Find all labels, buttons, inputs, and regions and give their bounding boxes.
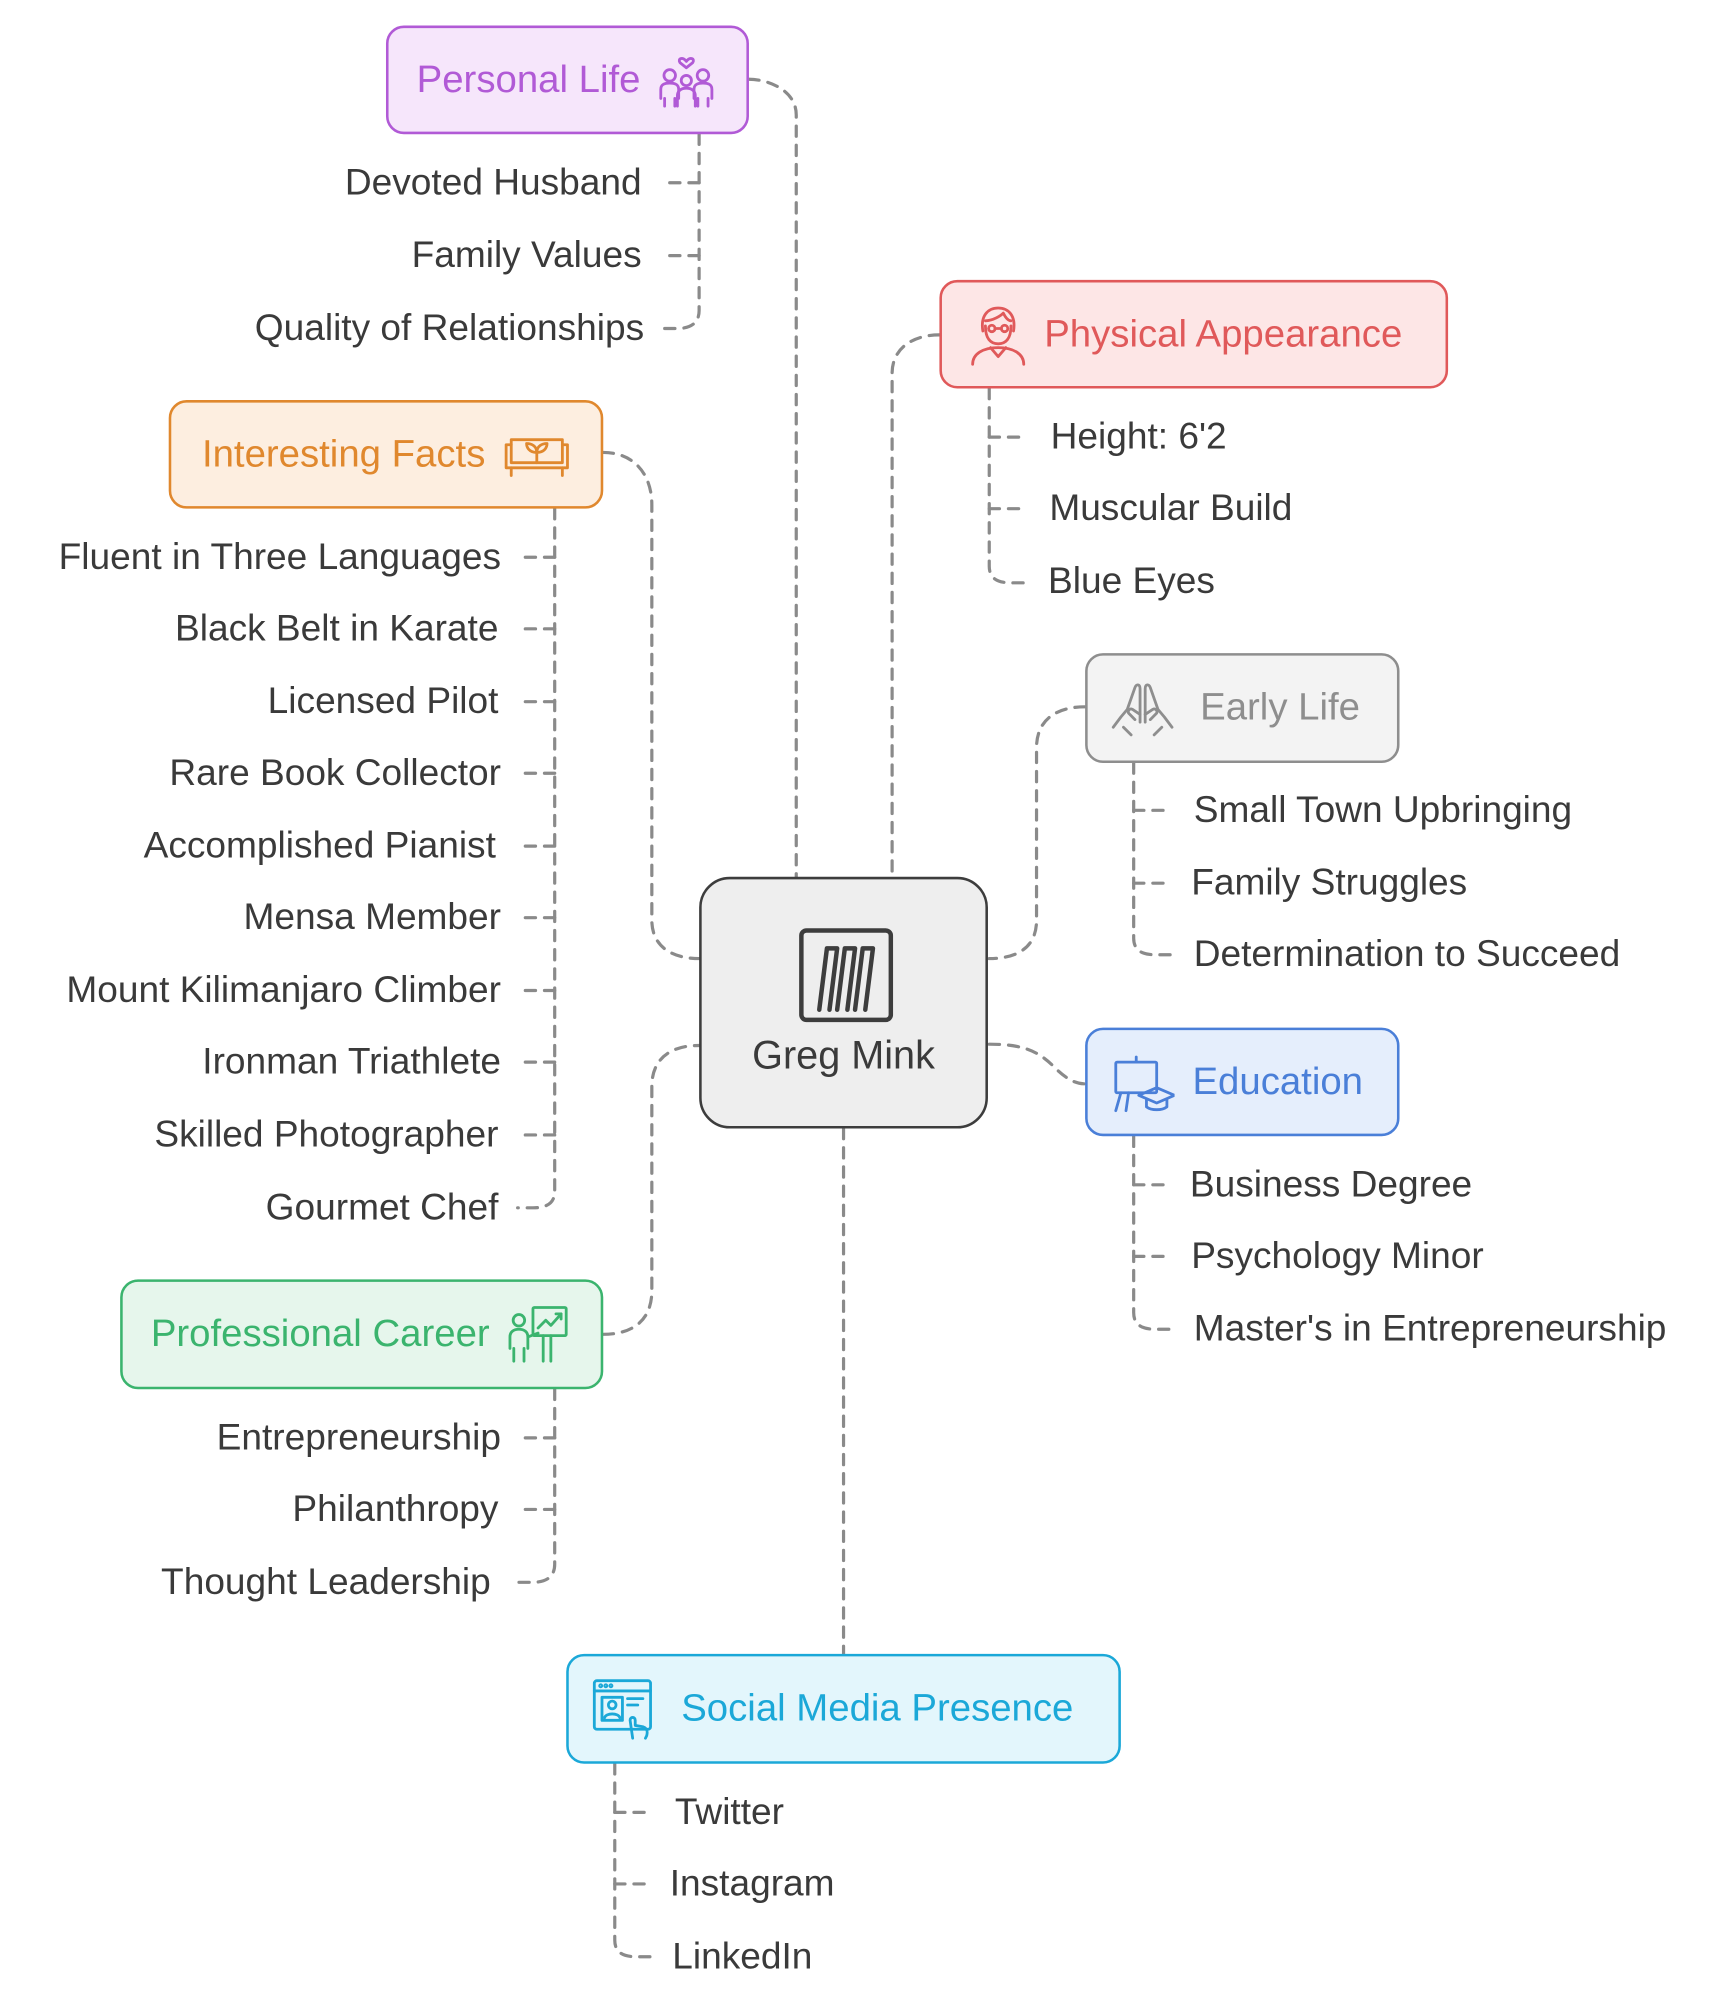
branch-education[interactable]: Education [1085,1027,1400,1137]
branch-physical-appearance[interactable]: Physical Appearance [939,279,1449,389]
list-item: Licensed Pilot [267,681,499,723]
list-item: Psychology Minor [1191,1235,1484,1277]
branch-personal-life[interactable]: Personal Life [385,25,749,135]
connector-professional-career [601,1043,701,1336]
list-item: LinkedIn [672,1936,813,1978]
branch-social-media-title: Social Media Presence [681,1687,1074,1730]
presenter-chart-icon [505,1302,569,1366]
branch-professional-career-title: Professional Career [150,1312,490,1355]
list-item: Skilled Photographer [154,1114,499,1156]
logo-chevrons-icon [799,928,894,1029]
family-icon [653,47,719,113]
list-item: Thought Leadership [161,1561,491,1603]
list-item: Business Degree [1189,1164,1473,1206]
list-item: Mount Kilimanjaro Climber [66,970,502,1011]
branch-early-life[interactable]: Early Life [1085,653,1400,764]
list-item: Twitter [674,1791,784,1833]
list-item: Black Belt in Karate [174,608,499,650]
list-item: Mensa Member [243,897,502,939]
list-item: Determination to Succeed [1193,934,1621,976]
graduation-easel-icon [1111,1051,1175,1112]
branch-physical-appearance-title: Physical Appearance [1044,312,1403,355]
branch-interesting-facts[interactable]: Interesting Facts [168,400,604,509]
branch-personal-life-title: Personal Life [416,58,641,101]
list-item: Devoted Husband [344,162,642,204]
sofa-sprout-icon [503,426,569,482]
praying-hands-icon [1111,676,1175,740]
branch-education-title: Education [1192,1060,1364,1103]
person-bust-icon [968,302,1029,366]
list-item: Master's in Entrepreneurship [1193,1308,1667,1350]
branch-professional-career[interactable]: Professional Career [120,1279,604,1390]
list-item: Blue Eyes [1048,561,1215,602]
center-title: Greg Mink [752,1032,935,1078]
connector-personal-life [747,77,798,879]
connector-education [987,1042,1087,1086]
list-item: Accomplished Pianist [143,825,496,867]
list-item: Instagram [669,1863,835,1905]
branch-early-life-title: Early Life [1200,686,1360,729]
list-item: Ironman Triathlete [202,1041,502,1083]
list-item: Height: 6'2 [1050,416,1227,458]
browser-profile-icon [592,1677,656,1741]
list-item: Small Town Upbringing [1193,789,1573,831]
center-node[interactable]: Greg Mink [699,876,988,1129]
connector-early-life [987,705,1087,961]
list-item: Quality of Relationships [254,308,645,349]
list-item: Family Struggles [1191,862,1468,904]
list-item: Entrepreneurship [216,1417,502,1459]
connector-interesting-facts [601,450,701,961]
branch-interesting-facts-title: Interesting Facts [201,432,486,475]
branch-social-media[interactable]: Social Media Presence [566,1653,1121,1764]
list-item: Philanthropy [292,1488,499,1530]
list-item: Gourmet Chef [265,1187,499,1229]
list-item: Rare Book Collector [169,752,502,794]
connector-physical-appearance [890,333,942,879]
list-item: Family Values [411,235,642,277]
list-item: Fluent in Three Languages [58,536,502,578]
list-item: Muscular Build [1049,488,1293,530]
